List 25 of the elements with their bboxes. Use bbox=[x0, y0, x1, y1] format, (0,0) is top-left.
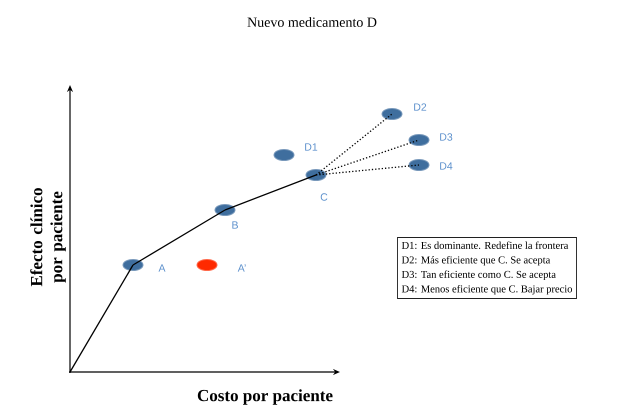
data-point bbox=[408, 134, 430, 146]
point-label: C bbox=[320, 193, 328, 201]
frontier-line bbox=[69, 264, 134, 372]
data-point bbox=[408, 159, 430, 171]
data-point bbox=[122, 259, 144, 271]
point-label: D2 bbox=[414, 103, 426, 111]
point-label: D3 bbox=[440, 133, 452, 141]
data-point bbox=[274, 149, 294, 161]
frontier-line bbox=[316, 139, 420, 176]
point-label: A bbox=[158, 264, 166, 272]
axis-label: Costo por paciente bbox=[198, 389, 333, 405]
point-label: D1 bbox=[305, 143, 318, 151]
data-point bbox=[214, 204, 236, 216]
title: Nuevo medicamento D bbox=[248, 17, 376, 27]
point-label: A’ bbox=[238, 264, 246, 272]
point-label: D4 bbox=[440, 162, 452, 170]
frontier-line bbox=[316, 114, 392, 176]
frontier-line bbox=[224, 174, 316, 211]
data-point bbox=[382, 108, 402, 120]
axis-label: Efecto clínico por paciente bbox=[30, 188, 66, 286]
frontier-line bbox=[316, 164, 420, 176]
legend-box: D1: Es dominante. Redefine la frontera D2: Más eficiente que C. Se acepta D3: Tan eficiente como C. Se acepta D4: Menos eficiente que C. Bajar precio bbox=[397, 237, 577, 299]
data-point bbox=[196, 259, 218, 271]
point-label: B bbox=[232, 221, 238, 229]
frontier-line bbox=[132, 209, 226, 266]
